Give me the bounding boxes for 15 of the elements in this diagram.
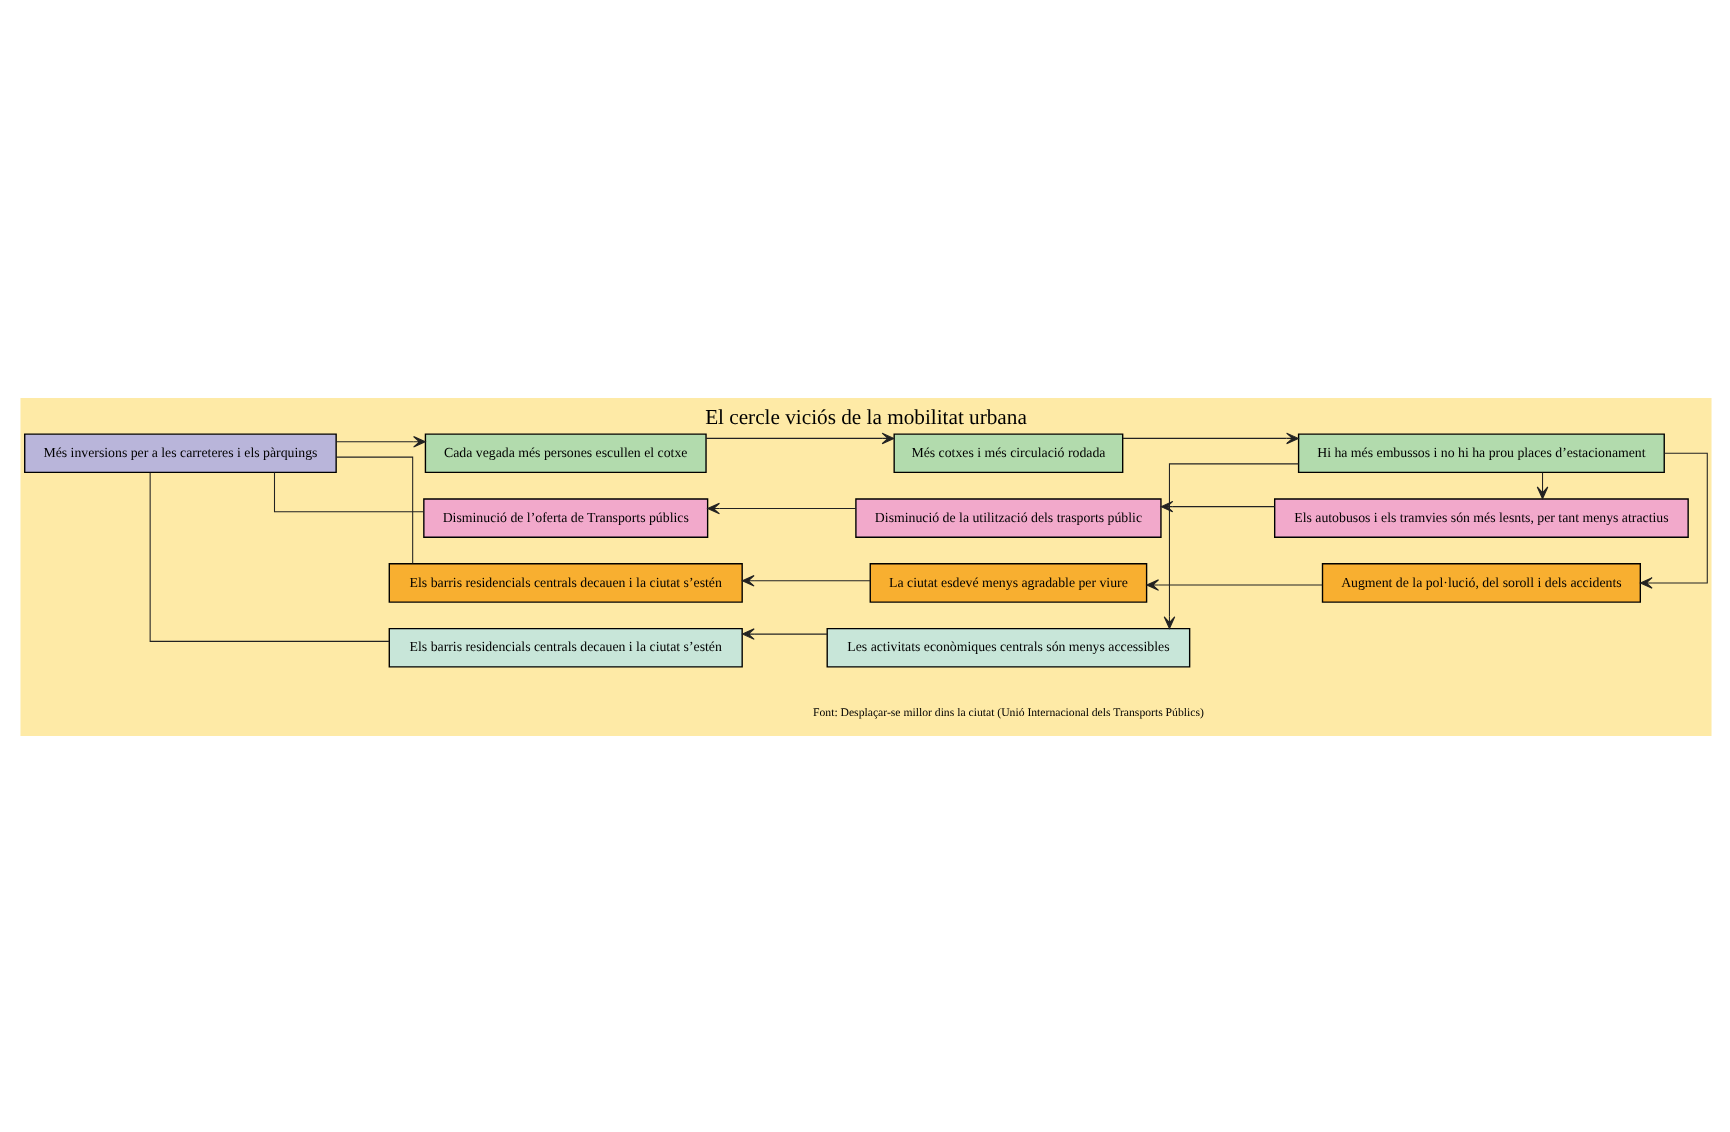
connector (334, 455, 413, 564)
arrow (1145, 578, 1322, 590)
arrow (1535, 471, 1548, 499)
arrow (704, 431, 894, 444)
arrow (334, 435, 425, 447)
arrow (1121, 431, 1298, 444)
arrow (740, 627, 827, 639)
connector (272, 470, 424, 512)
arrow (1638, 451, 1707, 588)
connector (148, 471, 389, 641)
arrow (706, 501, 856, 514)
diagram-title: El cercle viciós de la mobilitat urbana (704, 406, 1026, 429)
arrow (1159, 499, 1275, 512)
arrow (1162, 462, 1299, 628)
arrow (740, 574, 870, 586)
